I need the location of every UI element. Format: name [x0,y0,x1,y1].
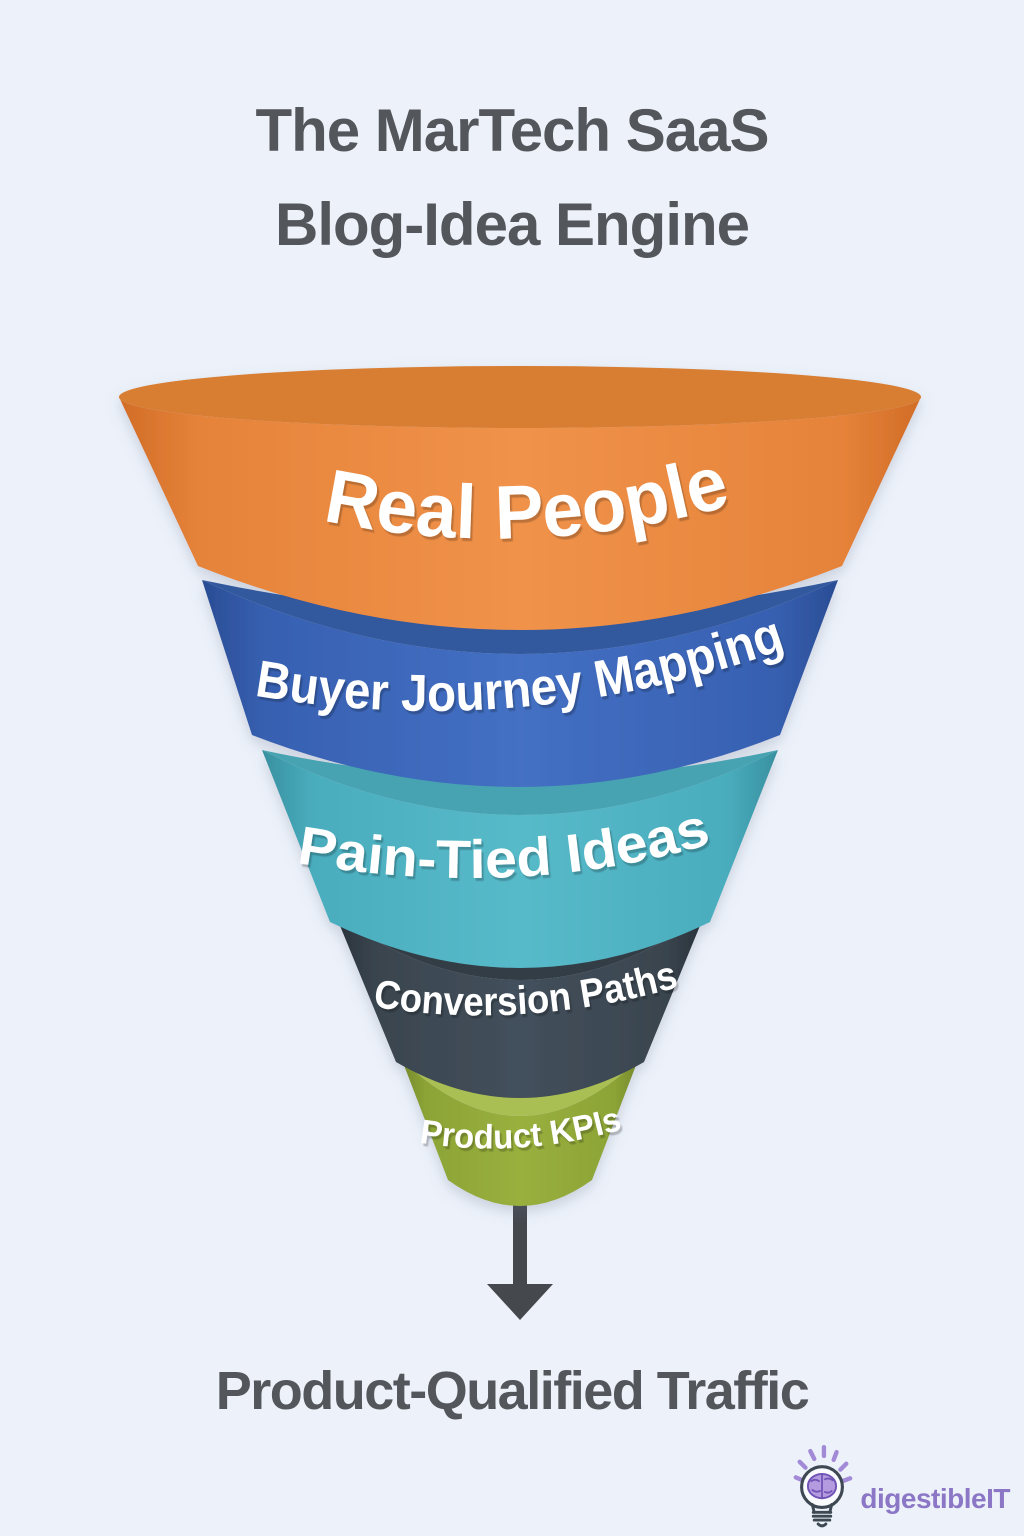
stage-4-body [336,916,704,1098]
stage-2-body [202,580,838,787]
idea-rays-icon [794,1445,853,1484]
brand-name: digestibleIT [860,1483,1010,1514]
down-arrow [487,1200,553,1320]
stage-3-body [262,750,778,968]
funnel-stages [119,366,921,1206]
page-title-line-2: Blog-Idea Engine [274,191,750,258]
bulb-base [811,1503,834,1528]
funnel-stage-real-people [119,366,921,630]
stage-1-body [119,397,921,630]
outcome-label: Product-Qualified Traffic [215,1361,810,1421]
page-title: The MarTech SaaS Blog-Idea Engine [0,84,1024,272]
brain-glyph [807,1472,838,1500]
stage-1-top-ellipse [119,366,921,428]
brand-logo: digestibleIT [788,1444,1010,1534]
stage-5-body [402,1060,638,1206]
lightbulb-brain-icon [794,1445,853,1528]
page-title-line-1: The MarTech SaaS [255,97,769,164]
